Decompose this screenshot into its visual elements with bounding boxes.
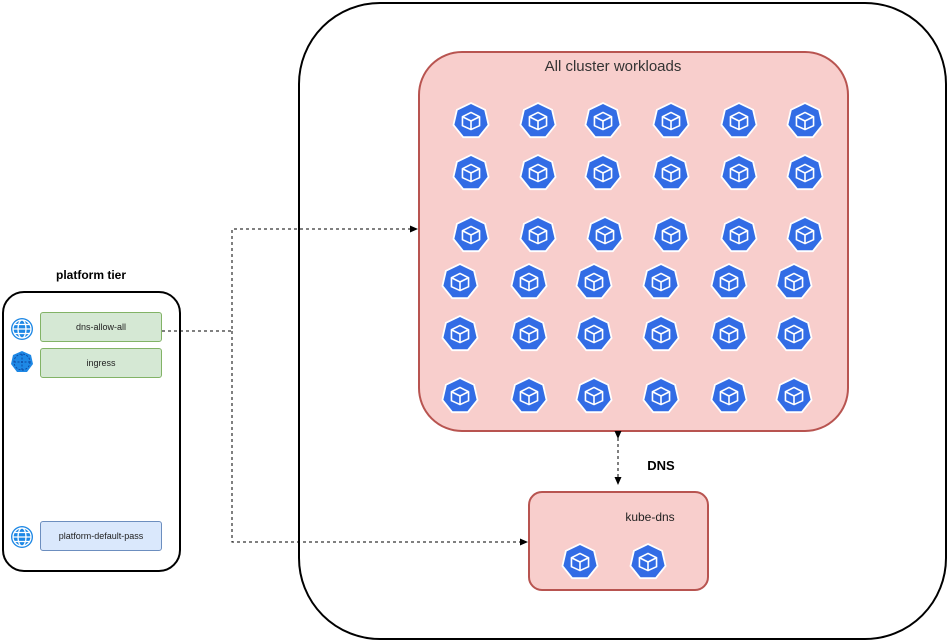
globe-icon bbox=[10, 317, 34, 341]
workloads-group[interactable] bbox=[418, 51, 849, 432]
policy-ingress[interactable]: ingress bbox=[40, 348, 162, 378]
kube-dns-group[interactable] bbox=[528, 491, 709, 591]
policy-dns-allow-all[interactable]: dns-allow-all bbox=[40, 312, 162, 342]
ingress-policy-icon bbox=[10, 350, 34, 374]
kube-dns-label: kube-dns bbox=[625, 510, 675, 524]
globe-icon bbox=[10, 525, 34, 549]
dns-edge-label: DNS bbox=[647, 458, 675, 473]
platform-tier-title: platform tier bbox=[55, 268, 126, 282]
policy-platform-default-pass[interactable]: platform-default-pass bbox=[40, 521, 162, 551]
workloads-title: All cluster workloads bbox=[544, 58, 682, 75]
